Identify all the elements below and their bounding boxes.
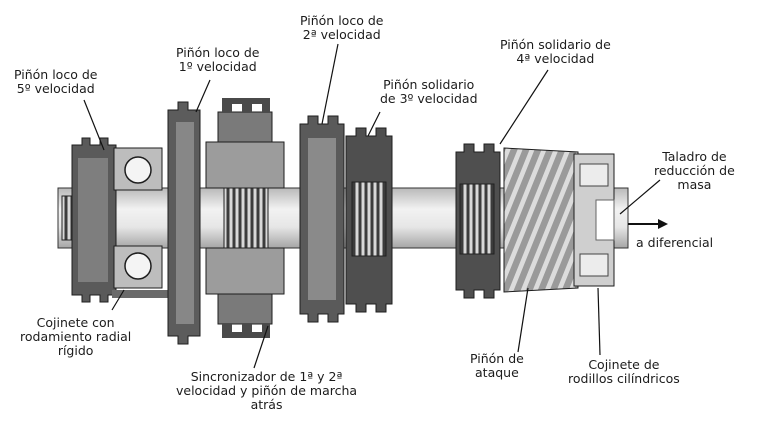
gear-2nd — [299, 115, 345, 323]
housing-left — [112, 290, 170, 298]
leader-lines — [83, 43, 661, 369]
gear-4th — [455, 143, 501, 299]
label-diferencial: a diferencial — [636, 235, 714, 250]
ball-bearing-left — [113, 147, 163, 289]
gear-1st — [167, 101, 201, 345]
arrow-to-differential — [628, 219, 668, 229]
drive-pinion — [503, 147, 579, 293]
gear-3rd — [345, 127, 393, 313]
synchronizer-1-2 — [205, 98, 285, 338]
roller-bearing — [573, 153, 615, 287]
gear-5th — [71, 137, 117, 303]
